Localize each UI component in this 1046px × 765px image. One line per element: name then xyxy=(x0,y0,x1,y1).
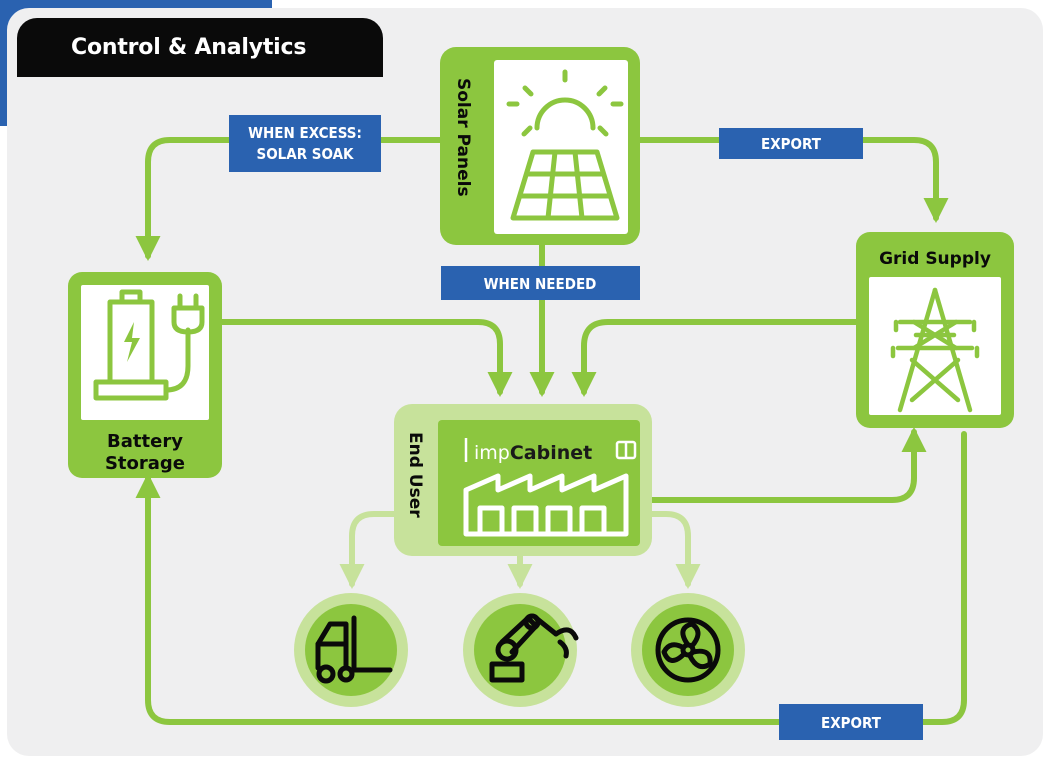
grid-supply-label: Grid Supply xyxy=(879,249,991,269)
flow-battery-to-enduser xyxy=(219,319,513,398)
flow-enduser-to-grid xyxy=(649,426,927,503)
end-user-label: End User xyxy=(405,432,425,518)
svg-text:WHEN NEEDED: WHEN NEEDED xyxy=(484,275,597,293)
battery-storage-node: Battery Storage xyxy=(68,272,222,478)
fan-icon xyxy=(655,617,721,683)
lightning-icon xyxy=(124,322,140,362)
svg-text:SOLAR SOAK: SOLAR SOAK xyxy=(256,145,354,163)
battery-label-line2: Storage xyxy=(105,453,185,474)
robot-arm-load xyxy=(463,593,579,707)
brand-logo: impCabinet xyxy=(474,442,592,464)
fan-load xyxy=(631,593,745,707)
solar-panels-node: Solar Panels xyxy=(440,47,640,245)
solar-soak-badge: WHEN EXCESS: SOLAR SOAK xyxy=(229,115,381,172)
solar-panels-label: Solar Panels xyxy=(453,78,473,197)
svg-text:WHEN EXCESS:: WHEN EXCESS: xyxy=(248,124,362,142)
sun-icon xyxy=(506,69,624,137)
power-pylon-icon xyxy=(890,287,980,413)
forklift-icon xyxy=(315,615,393,684)
flow-enduser-to-fan xyxy=(645,511,701,590)
battery-label-line1: Battery xyxy=(107,431,183,452)
factory-icon xyxy=(463,473,629,537)
svg-text:EXPORT: EXPORT xyxy=(761,135,822,153)
svg-text:EXPORT: EXPORT xyxy=(821,714,882,732)
brand-bracket-icon xyxy=(464,438,637,462)
flow-solar-to-battery xyxy=(135,137,443,262)
export-bottom-badge: EXPORT xyxy=(779,704,923,740)
flow-solar-to-grid xyxy=(637,137,949,224)
grid-supply-node: Grid Supply xyxy=(856,232,1014,428)
end-user-node: End User impCabinet xyxy=(394,404,652,556)
when-needed-badge: WHEN NEEDED xyxy=(441,266,640,300)
flow-enduser-to-forklift xyxy=(339,511,399,590)
flow-grid-to-battery-export xyxy=(135,431,967,725)
robot-arm-icon xyxy=(489,613,579,683)
solar-panel-icon xyxy=(510,149,620,221)
flow-grid-to-enduser xyxy=(571,319,863,398)
forklift-load xyxy=(294,593,408,707)
export-top-badge: EXPORT xyxy=(719,128,863,159)
page-title: Control & Analytics xyxy=(17,18,383,77)
battery-plug-icon xyxy=(93,289,205,401)
